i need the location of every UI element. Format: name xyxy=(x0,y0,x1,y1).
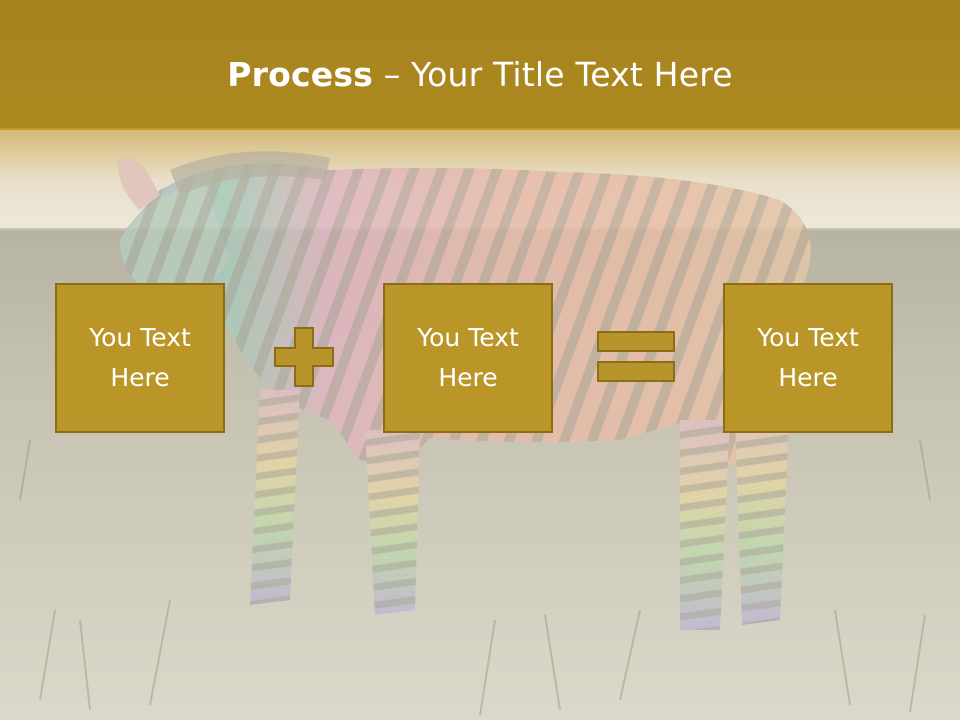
slide-title: Process – Your Title Text Here xyxy=(227,55,733,94)
slide-title-rest: – Your Title Text Here xyxy=(373,55,733,94)
slide-title-bold: Process xyxy=(227,55,374,94)
process-step-label-2: You Text Here xyxy=(417,323,519,392)
process-step-box-2: You Text Here xyxy=(383,283,553,433)
process-step-box-3: You Text Here xyxy=(723,283,893,433)
process-step-label-3: You Text Here xyxy=(757,323,859,392)
process-step-box-1: You Text Here xyxy=(55,283,225,433)
title-area: Process – Your Title Text Here xyxy=(0,0,960,150)
equals-icon xyxy=(597,331,675,382)
plus-icon xyxy=(274,327,334,387)
process-step-label-1: You Text Here xyxy=(89,323,191,392)
